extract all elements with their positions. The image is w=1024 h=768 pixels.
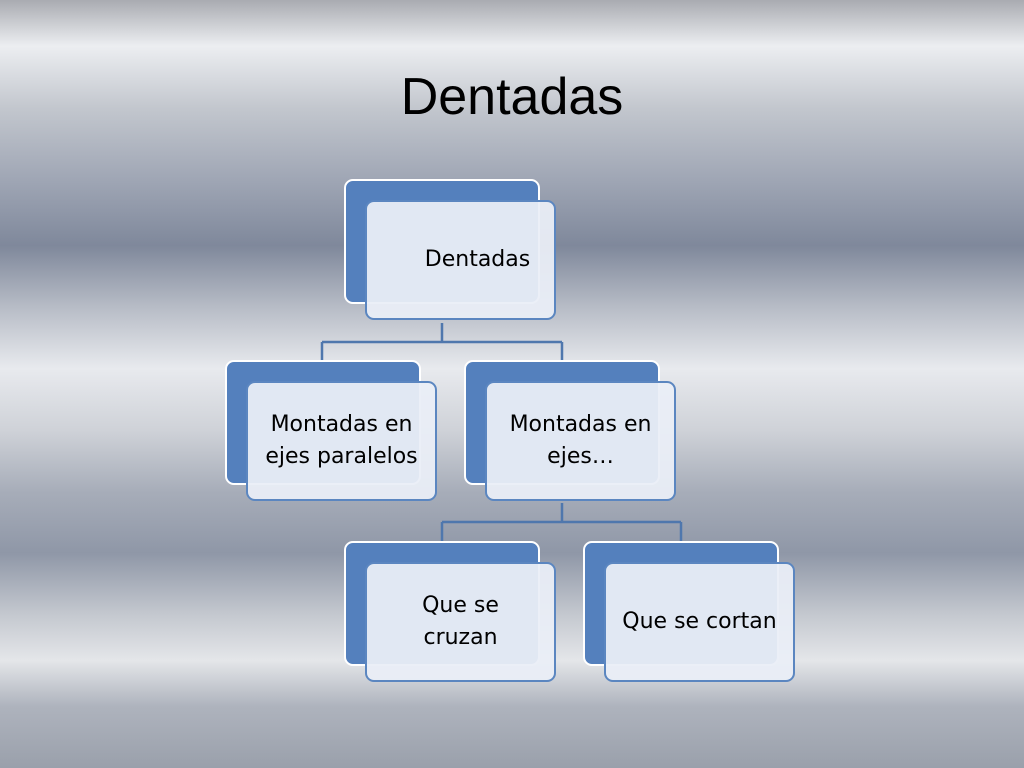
node-front-box: Montadas en ejes paralelos xyxy=(246,381,437,501)
node-label: Dentadas xyxy=(424,247,531,272)
node-crossing: Que se cruzan xyxy=(344,541,560,687)
node-intersecting: Que se cortan xyxy=(583,541,799,687)
node-label: Montadas en ejes paralelos xyxy=(265,412,418,469)
node-label: Que se cruzan xyxy=(422,593,499,650)
node-other-axes: Montadas en ejes… xyxy=(464,360,680,506)
node-front-box: Que se cortan xyxy=(604,562,795,682)
node-label: Que se cortan xyxy=(622,609,777,634)
node-front-box: Montadas en ejes… xyxy=(485,381,676,501)
node-label: Montadas en ejes… xyxy=(509,412,652,469)
node-front-box: Que se cruzan xyxy=(365,562,556,682)
node-root: Dentadas xyxy=(344,179,560,325)
slide-title: Dentadas xyxy=(400,68,624,126)
node-parallel-axes: Montadas en ejes paralelos xyxy=(225,360,441,506)
node-front-box: Dentadas xyxy=(365,200,556,320)
